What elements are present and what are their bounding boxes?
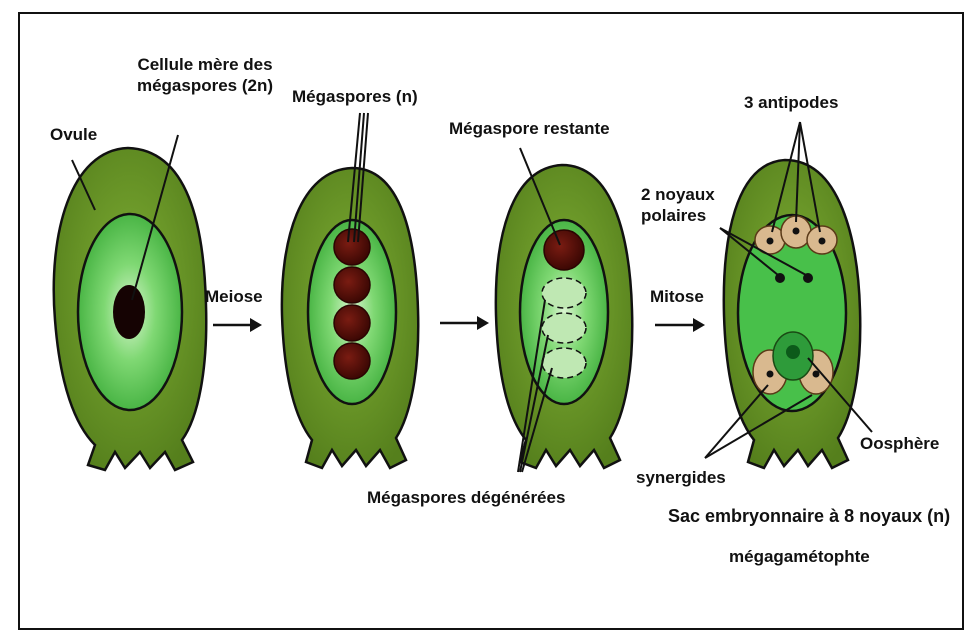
arrow-meiosis — [213, 318, 262, 332]
label-mother-cell-line2: mégaspores (2n) — [120, 75, 290, 96]
antipode-3-nucleus — [819, 238, 826, 245]
label-embryo-sac: Sac embryonnaire à 8 noyaux (n) — [668, 505, 950, 528]
label-synergides: synergides — [636, 467, 726, 488]
megaspore-3 — [334, 305, 370, 341]
label-polar-nuclei: 2 noyaux polaires — [641, 184, 715, 227]
remaining-megaspore — [544, 230, 584, 270]
degenerated-megaspore-3 — [542, 348, 586, 378]
label-megaspores: Mégaspores (n) — [292, 86, 418, 107]
label-ovule: Ovule — [50, 124, 97, 145]
label-mother-cell-line1: Cellule mère des — [120, 54, 290, 75]
megaspore-1 — [334, 229, 370, 265]
arrow-middle — [440, 316, 489, 330]
ovule-stage-4 — [724, 160, 860, 468]
label-polar-line1: 2 noyaux — [641, 184, 715, 205]
degenerated-megaspore-1 — [542, 278, 586, 308]
mother-cell — [113, 285, 145, 339]
antipode-1-nucleus — [767, 238, 774, 245]
megaspore-4 — [334, 343, 370, 379]
arrow-mitosis — [655, 318, 705, 332]
label-mother-cell: Cellule mère des mégaspores (2n) — [120, 54, 290, 97]
megaspore-2 — [334, 267, 370, 303]
label-meiosis: Meiose — [205, 286, 263, 307]
synergid-1-nucleus — [767, 371, 774, 378]
ovule-stage-3 — [496, 165, 632, 468]
label-megagametophyte: mégagamétophte — [729, 546, 870, 567]
label-antipodes: 3 antipodes — [744, 92, 838, 113]
label-mitosis: Mitose — [650, 286, 704, 307]
ovule-stage-1 — [54, 148, 207, 470]
oosphere-nucleus — [786, 345, 800, 359]
label-remaining-megaspore: Mégaspore restante — [449, 118, 610, 139]
label-oosphere: Oosphère — [860, 433, 939, 454]
antipode-2-nucleus — [793, 228, 800, 235]
degenerated-megaspore-2 — [542, 313, 586, 343]
label-degenerated-megaspores: Mégaspores dégénérées — [367, 487, 565, 508]
label-polar-line2: polaires — [641, 205, 715, 226]
